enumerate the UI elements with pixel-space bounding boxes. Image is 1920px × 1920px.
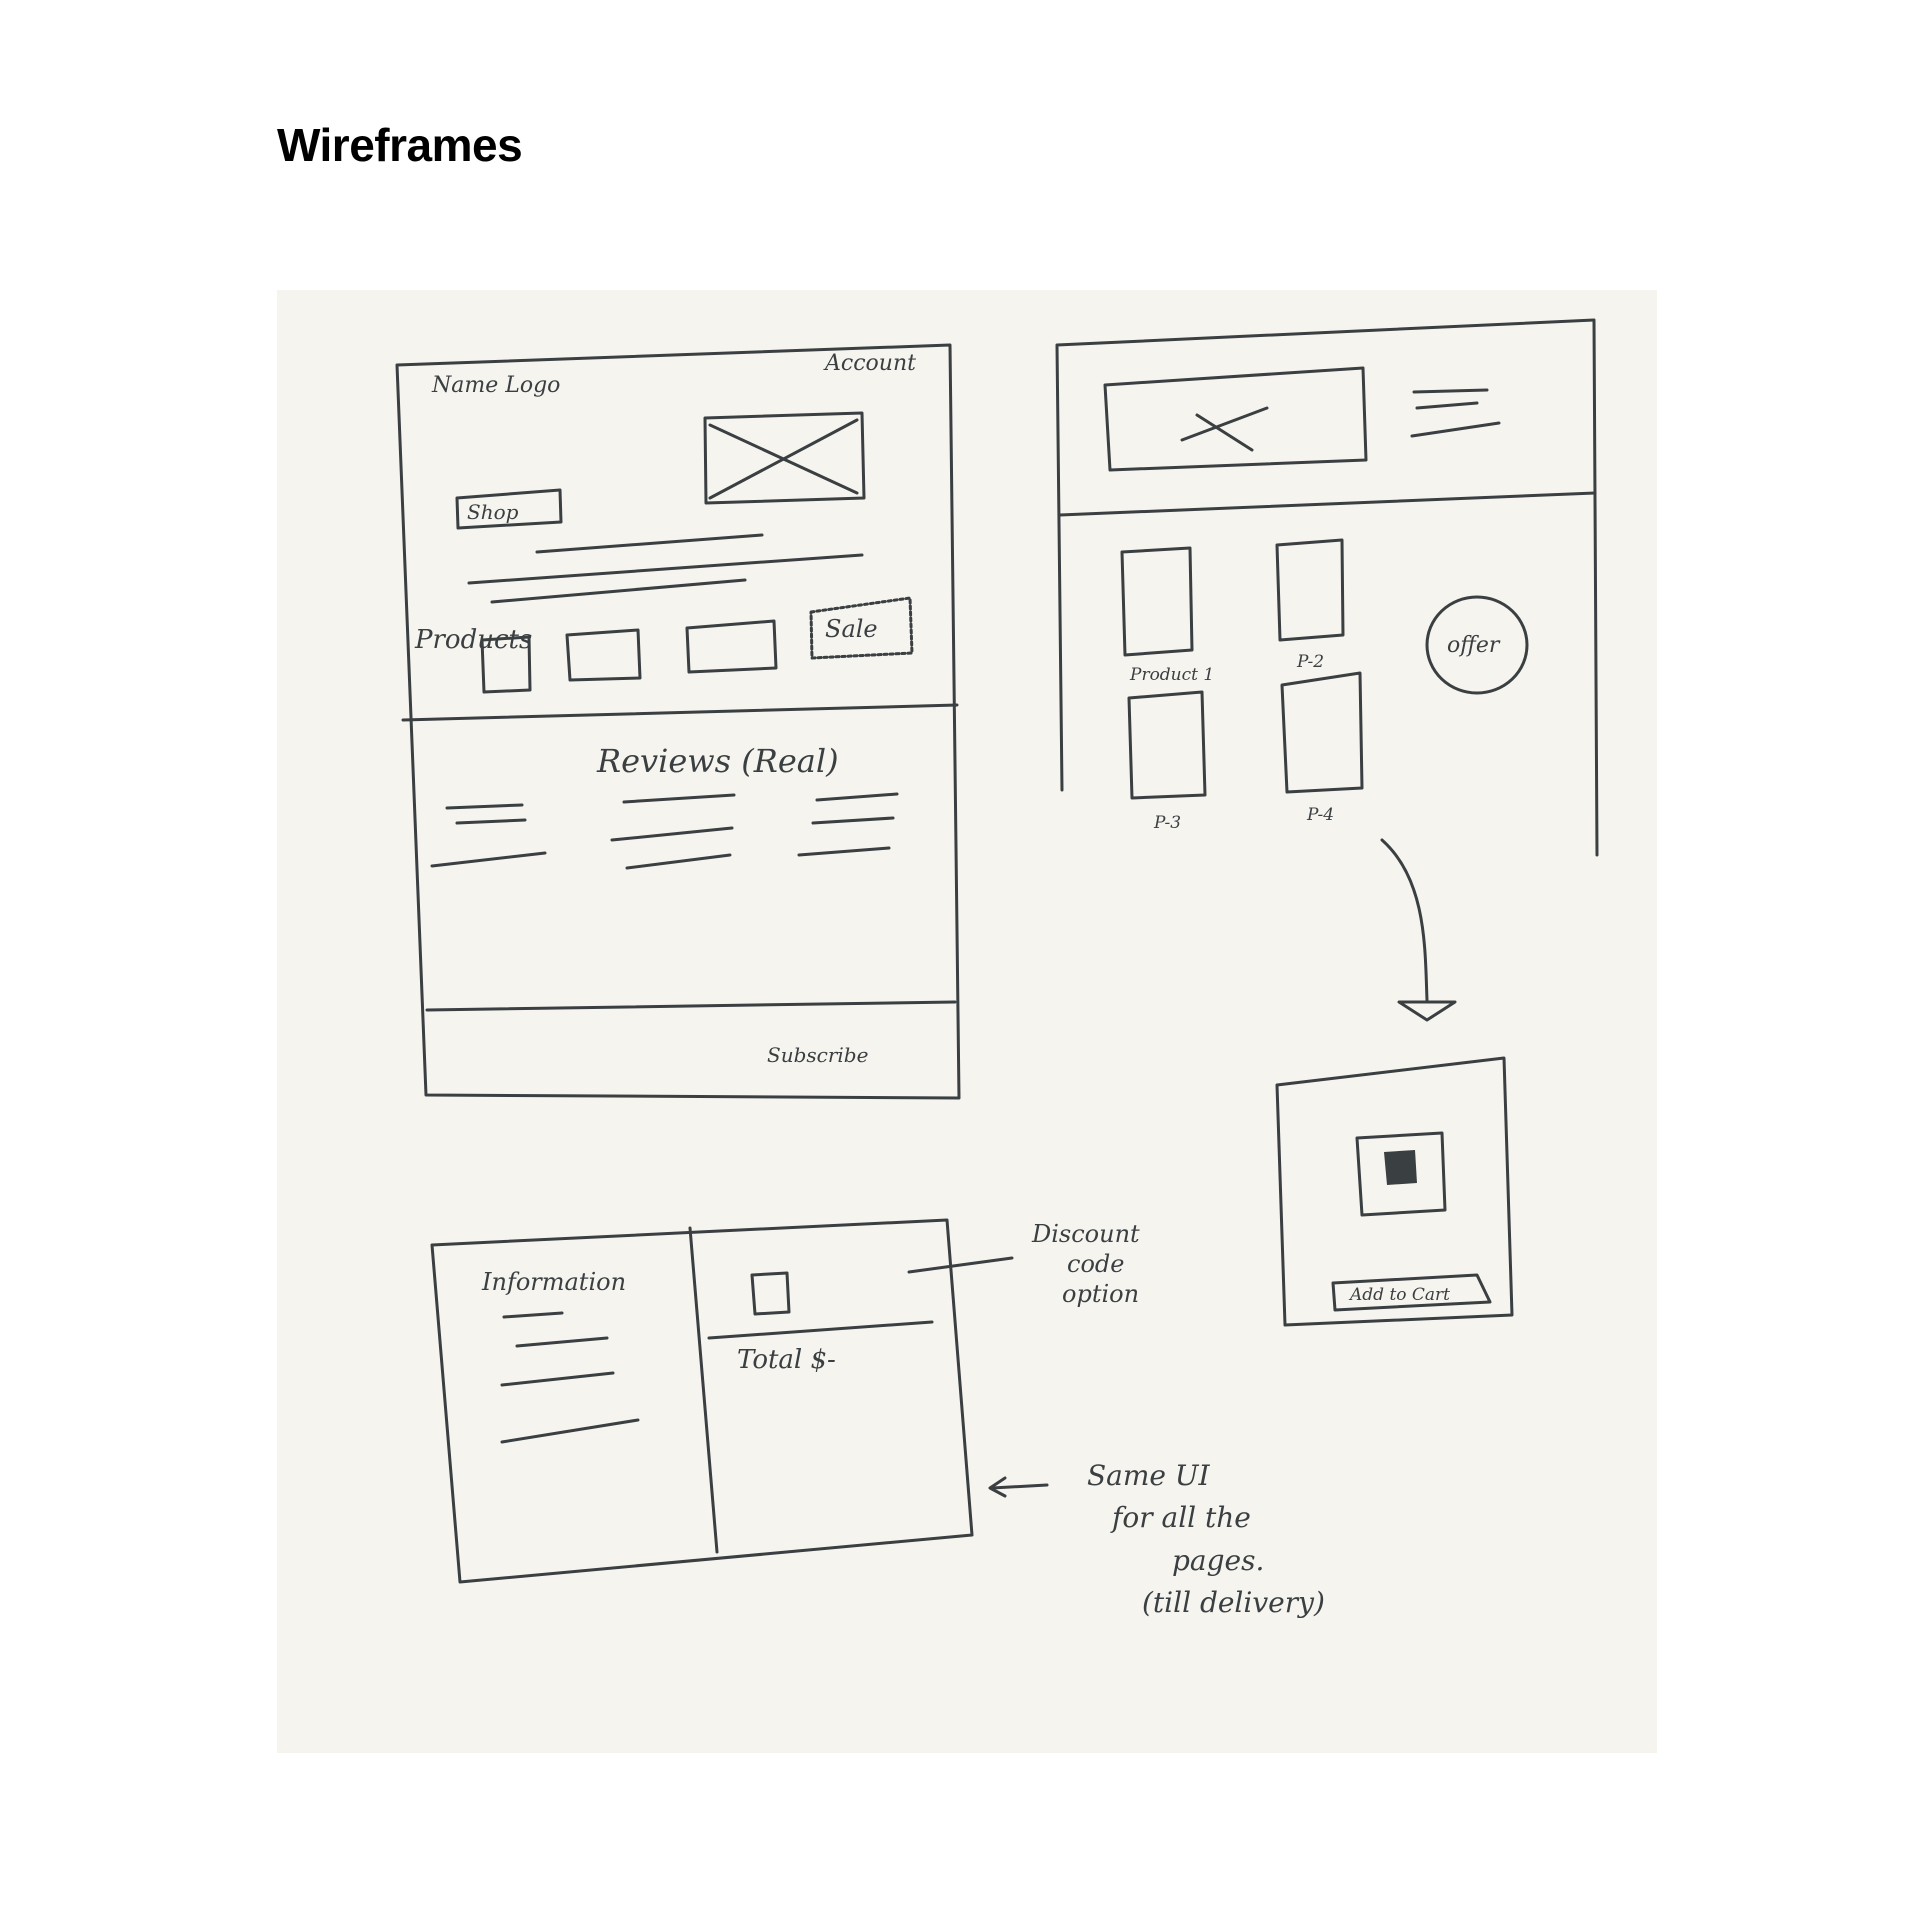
- checkout-wireframe: Information Total $-: [430, 1218, 974, 1584]
- name-logo-label: Name Logo: [431, 373, 560, 398]
- offer-badge: offer: [1425, 595, 1529, 695]
- reviews-heading: Reviews (Real): [596, 742, 839, 780]
- information-label: Information: [481, 1268, 626, 1296]
- products-header-divider: [1058, 491, 1597, 517]
- home-divider-bottom: [425, 1000, 957, 1012]
- same-ui-note-line-3: pages.: [1172, 1544, 1264, 1577]
- products-wireframe: Product 1 P-2 P-3 P-4 offer: [1055, 318, 1599, 1022]
- product-1-label: Product 1: [1129, 665, 1214, 685]
- checkout-column-divider: [688, 1226, 719, 1554]
- product-card-3[interactable]: [1127, 690, 1207, 800]
- product-card-1[interactable]: [1120, 546, 1194, 657]
- same-ui-annotation: Same UI for all the pages. (till deliver…: [988, 1459, 1325, 1619]
- sale-badge: Sale: [809, 596, 914, 660]
- discount-note-line-1: Discount: [1031, 1220, 1140, 1248]
- home-wireframe: Name Logo Account Shop Products Sale Rev…: [395, 343, 961, 1100]
- wireframe-sketch: Name Logo Account Shop Products Sale Rev…: [395, 318, 1599, 1619]
- product-card-2[interactable]: [1275, 538, 1345, 642]
- flow-arrow: [1380, 838, 1457, 1022]
- product-thumb-2: [565, 628, 642, 682]
- same-ui-note-line-1: Same UI: [1087, 1459, 1210, 1492]
- product-3-label: P-3: [1153, 813, 1181, 833]
- subscribe-label[interactable]: Subscribe: [767, 1043, 868, 1067]
- review-lines: [430, 792, 899, 870]
- summary-divider: [707, 1320, 934, 1340]
- products-label: Products: [414, 625, 532, 655]
- product-thumb-3: [685, 619, 778, 674]
- page-title: Wireframes: [277, 119, 523, 171]
- checkout-frame: [430, 1218, 974, 1584]
- product-card-4[interactable]: [1280, 671, 1364, 794]
- discount-note-line-2: code: [1067, 1250, 1124, 1278]
- hero-text-lines: [467, 533, 864, 604]
- hero-image-placeholder: [703, 411, 866, 505]
- same-ui-arrow: [990, 1483, 1049, 1490]
- product-image: [1355, 1131, 1447, 1217]
- shop-button[interactable]: Shop: [455, 488, 563, 530]
- account-label[interactable]: Account: [823, 351, 916, 376]
- home-frame: [395, 343, 961, 1100]
- offer-badge-label: offer: [1447, 633, 1501, 658]
- shop-button-label: Shop: [467, 500, 519, 524]
- product-detail-wireframe: Add to Cart: [1275, 1056, 1514, 1327]
- banner-image-placeholder: [1103, 366, 1368, 472]
- product-detail-frame: [1275, 1056, 1514, 1327]
- same-ui-note-line-2: for all the: [1110, 1501, 1251, 1534]
- home-divider-top: [401, 703, 959, 722]
- menu-icon[interactable]: [1410, 388, 1501, 438]
- sale-badge-label: Sale: [825, 615, 878, 643]
- information-lines: [500, 1311, 640, 1444]
- sketch-paper: Name Logo Account Shop Products Sale Rev…: [277, 290, 1657, 1753]
- product-4-label: P-4: [1306, 805, 1334, 825]
- product-2-label: P-2: [1296, 652, 1324, 672]
- total-label: Total $-: [737, 1345, 836, 1375]
- discount-annotation: Discount code option: [907, 1220, 1140, 1308]
- discount-code-input[interactable]: [750, 1271, 791, 1316]
- products-frame: [1055, 318, 1599, 857]
- discount-note-line-3: option: [1062, 1280, 1139, 1308]
- add-to-cart-button[interactable]: Add to Cart: [1331, 1273, 1492, 1312]
- product-thumb-1: [480, 635, 532, 694]
- add-to-cart-label: Add to Cart: [1348, 1285, 1450, 1305]
- same-ui-note-line-4: (till delivery): [1142, 1586, 1325, 1619]
